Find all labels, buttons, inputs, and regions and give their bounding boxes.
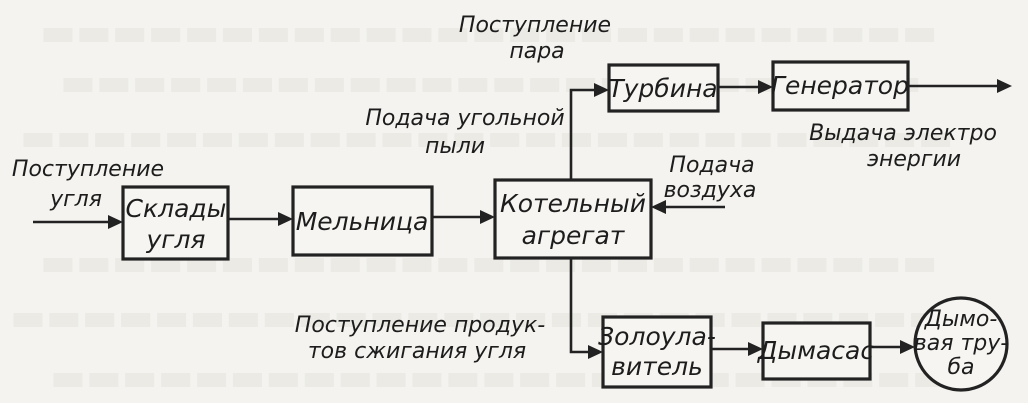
arrowhead: [748, 342, 763, 356]
arrowhead: [758, 80, 773, 94]
node-boiler: Котельный агрегат: [493, 178, 653, 260]
label-combustion-products: Поступление продук- тов сжигания угля: [295, 313, 545, 364]
flow-label-line: Подача: [669, 153, 754, 178]
node-smoke-exhauster: Дымасас: [757, 321, 875, 381]
node-coal-storage: Склады угля: [121, 185, 230, 261]
node-mill: Мельница: [291, 185, 434, 257]
flow-label-line: тов сжигания угля: [308, 339, 526, 364]
arrowhead: [651, 200, 666, 214]
node-label-line: Склады: [126, 194, 227, 223]
node-box: [771, 60, 910, 112]
arrowhead: [588, 345, 603, 359]
node-box: [761, 321, 872, 381]
node-label-line: Мельница: [296, 207, 429, 236]
node-turbine: Турбина: [607, 63, 720, 113]
node-label-line: Золоула-: [598, 322, 716, 351]
arrowhead: [108, 215, 123, 229]
node-label-line: агрегат: [522, 221, 626, 250]
flow-label-line: пыли: [425, 134, 485, 159]
node-label-line: Дымасас: [757, 336, 875, 365]
node-ash-catcher: Золоула- витель: [598, 315, 716, 389]
flow-label-line: угля: [49, 187, 102, 212]
arrowhead: [594, 83, 609, 97]
arrow-boiler-to-turbine: [569, 88, 598, 180]
node-box: [291, 185, 434, 257]
node-label-line: Турбина: [608, 74, 717, 103]
node-label-line: ба: [947, 355, 974, 380]
flow-label-line: Поступление: [459, 13, 611, 38]
node-generator: Генератор: [771, 60, 910, 112]
svg-text:▬▬▬▬▬▬▬▬▬▬▬▬▬▬▬▬▬▬▬▬▬▬▬▬▬: ▬▬▬▬▬▬▬▬▬▬▬▬▬▬▬▬▬▬▬▬▬▬▬▬▬: [40, 10, 938, 54]
node-box: [493, 178, 653, 260]
node-chimney: Дымо- вая тру- ба: [913, 296, 1009, 392]
arrowhead: [278, 212, 293, 226]
label-coal-input: Поступление угля: [12, 157, 164, 212]
arrow-boiler-to-ash-catcher: [569, 258, 592, 354]
chimney-circle: [913, 296, 1009, 392]
svg-text:▬▬▬▬▬▬▬▬▬▬▬▬▬▬▬▬▬▬▬▬▬▬▬▬▬▬: ▬▬▬▬▬▬▬▬▬▬▬▬▬▬▬▬▬▬▬▬▬▬▬▬▬▬: [20, 115, 954, 159]
flow-label-line: пара: [509, 39, 564, 64]
node-box: [121, 185, 230, 261]
connectors: [33, 79, 1012, 359]
node-label-line: Котельный: [500, 189, 646, 218]
flow-label-line: Подача угольной: [365, 106, 564, 131]
arrowhead: [480, 210, 495, 224]
node-label-line: витель: [611, 352, 703, 381]
node-box: [607, 63, 720, 113]
label-electricity-output: Выдача электро энергии: [809, 121, 997, 172]
flow-label-line: воздуха: [664, 178, 757, 203]
node-box: [601, 315, 713, 389]
node-label-line: Дымо-: [924, 307, 998, 332]
flow-label-line: Поступление продук-: [295, 313, 545, 338]
label-steam-input: Поступление пара: [459, 13, 611, 64]
node-label-line: угля: [146, 225, 206, 254]
node-label-line: вая тру-: [914, 331, 1008, 356]
arrowhead: [900, 340, 915, 354]
label-air-supply: Подача воздуха: [664, 153, 757, 203]
flow-label-line: Поступление: [12, 157, 164, 182]
node-label-line: Генератор: [771, 71, 909, 100]
label-coal-dust: Подача угольной пыли: [365, 106, 564, 159]
arrowhead: [997, 79, 1012, 93]
flow-label-line: энергии: [867, 147, 961, 172]
flow-label-line: Выдача электро: [809, 121, 997, 146]
